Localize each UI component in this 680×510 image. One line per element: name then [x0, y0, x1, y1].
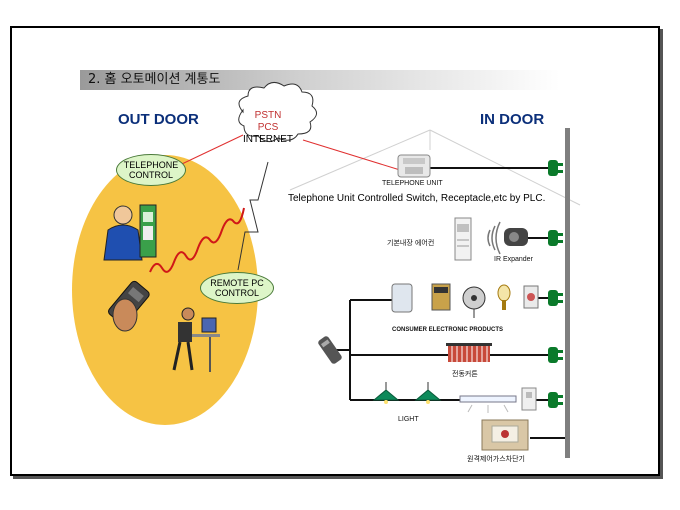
out-door-heading: OUT DOOR: [118, 111, 199, 128]
plug-telephone: [548, 160, 563, 176]
light-label: LIGHT: [398, 416, 419, 423]
curtain-label: 전동커튼: [452, 370, 478, 378]
hand-icon: [112, 298, 138, 332]
fluorescent-lamp-icon: [459, 395, 517, 413]
aircon-label: 기본내장 에어컨: [387, 239, 435, 247]
lamp-icon-1: [372, 382, 400, 404]
consumer-products-label: CONSUMER ELECTRONIC PRODUCTS: [392, 327, 504, 333]
telephone-unit-icon: [397, 154, 431, 178]
gas-valve-label: 원격제어가스차단기: [467, 455, 525, 463]
telephone-unit-caption: Telephone Unit Controlled Switch, Recept…: [288, 193, 546, 204]
wireless-wave: [149, 207, 245, 273]
remote-pc-control-line2: CONTROL: [214, 288, 259, 298]
telephone-control-line2: CONTROL: [128, 170, 173, 180]
plug-light: [548, 392, 563, 408]
plug-consumer: [548, 290, 563, 306]
phone-line-right: [302, 139, 401, 171]
lamp-icon-2: [414, 382, 442, 404]
light-switch-icon: [521, 387, 537, 411]
person-pc-icon: [172, 307, 220, 372]
telephone-control-line1: TELEPHONE: [123, 159, 179, 170]
in-door-heading: IN DOOR: [480, 111, 545, 128]
plug-ir: [548, 230, 563, 246]
network-cloud: [238, 82, 317, 142]
consumer-products-icons: [391, 283, 539, 318]
ir-expander-label: IR Expander: [494, 256, 533, 263]
telephone-unit-label: TELEPHONE UNIT: [382, 180, 443, 187]
bracket-lines: [335, 299, 460, 401]
person-phone-icon: [103, 204, 157, 261]
ir-expander-icon: [504, 228, 528, 246]
device-lines: [430, 167, 565, 439]
gas-valve-icon: [481, 419, 529, 451]
pc-link-line: [237, 161, 269, 271]
remote-control-icon: [318, 336, 342, 364]
slide-title: 2. 홈 오토메이션 계통도: [80, 70, 560, 90]
cloud-label-pcs: PCS: [257, 122, 279, 133]
ir-wave-icon: [487, 221, 501, 255]
indoor-bus: [565, 128, 570, 458]
aircon-icon: [454, 217, 472, 261]
curtain-icon: [446, 343, 492, 362]
cloud-label-pstn: PSTN: [254, 110, 282, 121]
cloud-label-internet: INTERNET: [243, 134, 293, 145]
plug-curtain: [548, 347, 563, 363]
remote-pc-control-line1: REMOTE PC: [210, 277, 264, 288]
